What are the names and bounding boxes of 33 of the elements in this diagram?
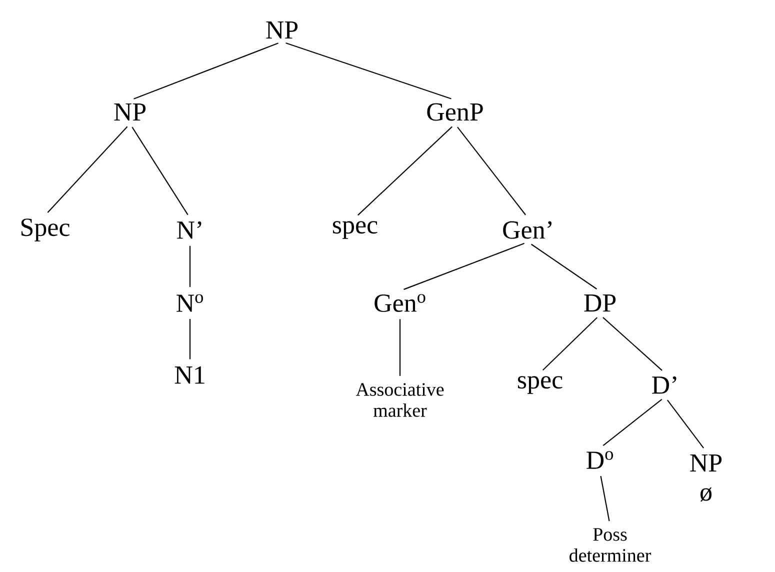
branch-line	[666, 400, 704, 448]
tree-label: Gen’	[503, 221, 552, 239]
branch-line	[457, 126, 526, 216]
branch-line	[358, 126, 452, 216]
branch-line	[47, 126, 128, 213]
tree-label: NP ø	[690, 454, 722, 502]
branch-line	[404, 242, 524, 290]
tree-label: N1	[174, 366, 204, 384]
tree-label: Gen$^{o}$	[374, 294, 426, 312]
branch-line	[602, 317, 662, 371]
branch-line	[132, 126, 188, 216]
branch-line	[602, 398, 662, 446]
tree-label: GenP	[427, 103, 483, 121]
tree-label: NP	[266, 21, 298, 38]
tree-label: Poss determiner	[570, 528, 651, 562]
tree-label: N’	[177, 221, 202, 239]
branch-line	[399, 319, 401, 376]
branch-line	[286, 42, 452, 100]
branch-line	[189, 319, 191, 360]
branch-line	[531, 244, 598, 290]
tree-label: DP	[584, 294, 616, 312]
tree-label: Associative marker	[356, 383, 444, 417]
tree-label: NP	[114, 103, 146, 120]
tree-label: spec	[518, 376, 562, 394]
tree-label: D$^{o}$	[586, 451, 613, 469]
branch-line	[134, 42, 278, 100]
tree-label: Spec	[21, 218, 70, 242]
branch-line	[542, 317, 598, 371]
tree-label: N$^{o}$	[176, 294, 203, 312]
branch-line	[600, 476, 610, 522]
tree-label: spec	[332, 221, 378, 239]
branch-line	[189, 246, 191, 287]
tree-label: D’	[652, 376, 676, 394]
